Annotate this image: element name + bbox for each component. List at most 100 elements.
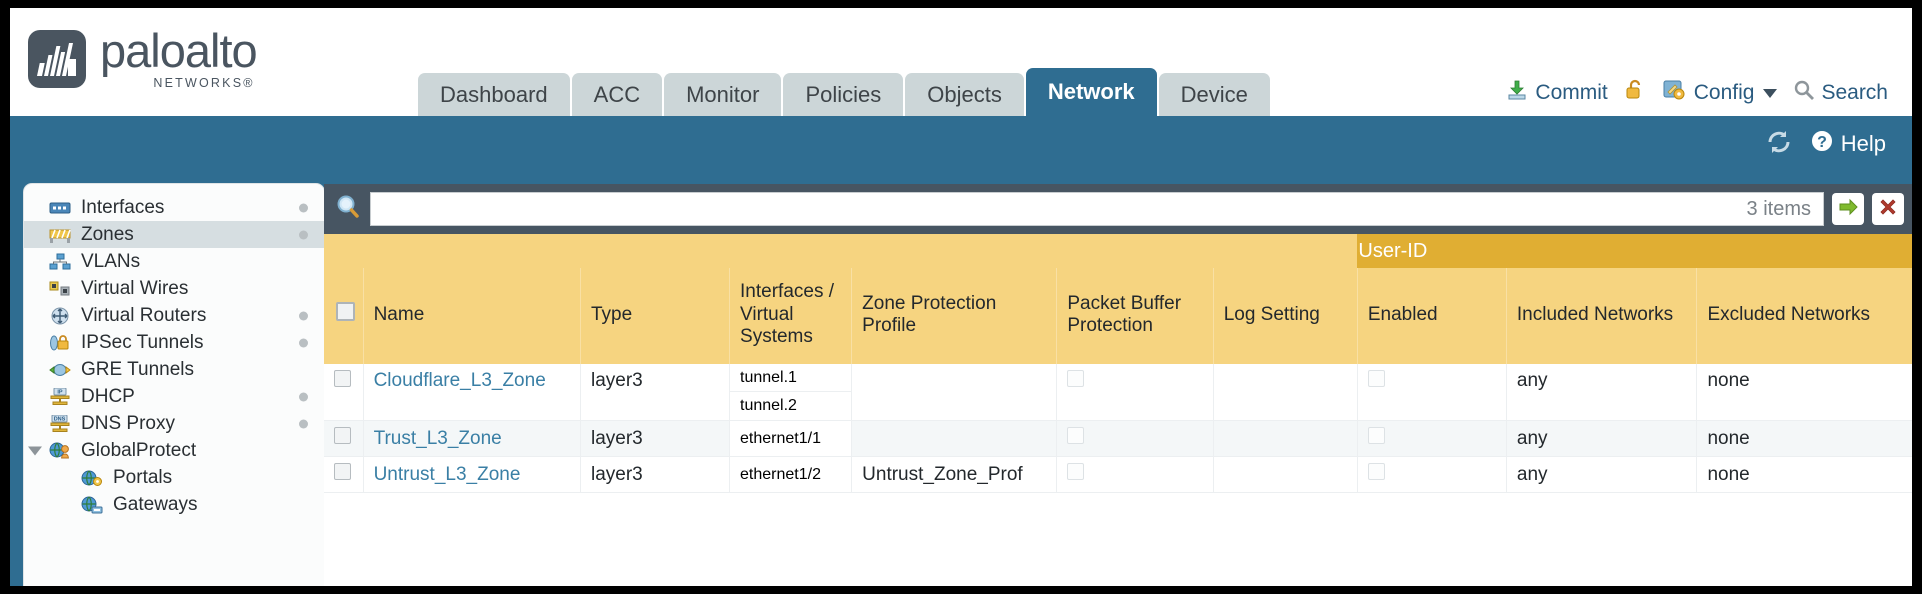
help-button[interactable]: ? Help [1809, 128, 1886, 160]
status-dot [299, 203, 308, 212]
included-networks-cell: any [1505, 420, 1697, 457]
tab-device[interactable]: Device [1158, 73, 1270, 116]
brand-logo[interactable]: paloalto NETWORKS® [10, 8, 390, 90]
column-header-enabled[interactable]: Enabled [1356, 268, 1507, 364]
search-button[interactable]: Search [1793, 79, 1888, 107]
refresh-icon[interactable] [1765, 129, 1793, 160]
user-id-enabled-checkbox[interactable] [1367, 463, 1385, 480]
sub-toolbar-actions: ? Help [1765, 128, 1886, 160]
column-header-included-networks[interactable]: Included Networks [1505, 268, 1697, 364]
column-header-zone-protection-profile[interactable]: Zone Protection Profile [851, 268, 1057, 364]
magnifier-icon[interactable] [334, 193, 362, 226]
interface-entry: tunnel.1 [730, 364, 852, 392]
brand-name: paloalto [100, 24, 258, 77]
sidebar-item-interfaces[interactable]: Interfaces [24, 194, 324, 221]
clear-filter-button[interactable] [1872, 193, 1904, 225]
virtual-routers-icon [48, 306, 72, 326]
column-header-interfaces-virtual-systems[interactable]: Interfaces / Virtual Systems [729, 268, 852, 364]
search-toolbar: 3 items [324, 184, 1912, 234]
packet-buffer-protection-cell[interactable] [1056, 364, 1214, 421]
chevron-down-icon [1763, 88, 1778, 98]
column-header-type[interactable]: Type [579, 268, 730, 364]
sidebar-item-virtual-routers[interactable]: Virtual Routers [24, 302, 324, 329]
sidebar-item-virtual-wires[interactable]: Virtual Wires [24, 275, 324, 302]
status-dot [299, 419, 308, 428]
sidebar-item-zones[interactable]: Zones [24, 221, 324, 248]
user-id-enabled-cell[interactable] [1356, 456, 1507, 493]
sidebar-item-label: Interfaces [81, 196, 165, 218]
included-networks-cell: any [1505, 456, 1697, 493]
row-select-checkbox[interactable] [334, 463, 351, 480]
packet-buffer-protection-checkbox[interactable] [1067, 370, 1085, 387]
user-id-enabled-checkbox[interactable] [1367, 427, 1385, 444]
tab-monitor[interactable]: Monitor [664, 73, 782, 116]
zone-name-link[interactable]: Trust_L3_Zone [373, 427, 502, 449]
status-dot [299, 392, 308, 401]
zone-name-cell[interactable]: Trust_L3_Zone [362, 420, 581, 457]
row-select-checkbox[interactable] [334, 370, 351, 387]
packet-buffer-protection-checkbox[interactable] [1067, 463, 1085, 480]
lock-button[interactable] [1624, 78, 1646, 108]
tab-objects[interactable]: Objects [905, 73, 1024, 116]
row-select-cell[interactable] [324, 364, 364, 421]
included-networks-cell: any [1505, 364, 1697, 421]
group-header-user-id: User-ID [1357, 234, 1912, 268]
commit-button[interactable]: Commit [1505, 78, 1608, 108]
row-select-cell[interactable] [324, 456, 364, 493]
column-header-log-setting[interactable]: Log Setting [1212, 268, 1358, 364]
packet-buffer-protection-checkbox[interactable] [1067, 427, 1085, 444]
packet-buffer-protection-cell[interactable] [1056, 456, 1214, 493]
tab-acc[interactable]: ACC [571, 73, 663, 116]
zone-name-cell[interactable]: Untrust_L3_Zone [362, 456, 581, 493]
user-id-enabled-cell[interactable] [1356, 420, 1507, 457]
sidebar-item-globalprotect[interactable]: GlobalProtect [24, 437, 324, 464]
tab-dashboard[interactable]: Dashboard [418, 73, 570, 116]
user-id-enabled-cell[interactable] [1356, 364, 1507, 421]
zone-name-link[interactable]: Untrust_L3_Zone [373, 463, 521, 485]
select-all-checkbox[interactable] [336, 302, 355, 322]
help-question-icon: ? [1809, 128, 1835, 160]
zone-name-link[interactable]: Cloudflare_L3_Zone [373, 370, 546, 391]
expander-triangle-icon[interactable] [28, 446, 42, 455]
row-select-checkbox[interactable] [334, 427, 351, 444]
svg-text:DNS: DNS [54, 416, 66, 422]
column-header-packet-buffer-protection[interactable]: Packet Buffer Protection [1056, 268, 1214, 364]
log-setting-cell [1212, 420, 1358, 457]
group-header-row: User-ID [324, 234, 1912, 268]
paloalto-logo-icon [28, 30, 86, 88]
help-label: Help [1840, 131, 1886, 156]
zone-name-cell[interactable]: Cloudflare_L3_Zone [362, 364, 581, 421]
sidebar-item-gre-tunnels[interactable]: GRE Tunnels [24, 356, 324, 383]
interface-entry: ethernet1/2 [740, 465, 821, 483]
row-select-cell[interactable] [324, 420, 364, 457]
tab-policies[interactable]: Policies [783, 73, 904, 116]
packet-buffer-protection-cell[interactable] [1056, 420, 1214, 457]
commit-label: Commit [1535, 81, 1608, 104]
sidebar-item-portals[interactable]: Portals [24, 464, 324, 491]
brand-tagline: NETWORKS® [153, 76, 255, 90]
config-label: Config [1693, 81, 1755, 104]
tab-network[interactable]: Network [1025, 68, 1157, 116]
ipsec-tunnels-icon [48, 333, 72, 353]
sidebar-item-gateways[interactable]: Gateways [24, 491, 324, 518]
column-header-excluded-networks[interactable]: Excluded Networks [1696, 268, 1912, 364]
select-all-header[interactable] [324, 268, 364, 364]
column-header-name[interactable]: Name [362, 268, 581, 364]
sidebar-item-vlans[interactable]: VLANs [24, 248, 324, 275]
config-menu[interactable]: Config [1662, 78, 1778, 108]
portals-icon [80, 468, 104, 488]
apply-filter-button[interactable] [1832, 193, 1864, 225]
sidebar-item-ipsec-tunnels[interactable]: IPSec Tunnels [24, 329, 324, 356]
log-setting-cell [1212, 364, 1358, 421]
user-id-enabled-checkbox[interactable] [1367, 370, 1385, 387]
gre-tunnels-icon [48, 360, 72, 380]
search-input[interactable]: 3 items [370, 192, 1824, 226]
